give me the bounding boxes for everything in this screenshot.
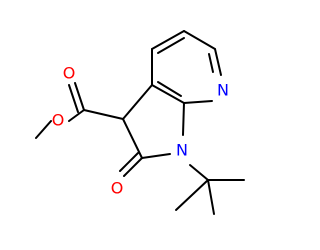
pyridine-ring: [151, 30, 222, 104]
molecule-diagram: N N O O O: [35, 30, 245, 215]
atom-label-lactam-o: O: [111, 179, 124, 198]
atom-label-pyridine-n: N: [217, 81, 229, 100]
bond-cester-o-a: [74, 82, 85, 111]
lactam-carbonyl: [119, 152, 143, 177]
bond-cester-o-b: [68, 84, 79, 113]
bond-c3-c2: [122, 118, 143, 159]
bond-oether-methyl: [35, 120, 52, 139]
atom-label-lactam-n: N: [176, 141, 188, 160]
bond-c2-o-b: [119, 152, 139, 172]
bond-n1-cq: [189, 164, 209, 181]
bond-c4-c5-inner: [157, 37, 185, 54]
bond-c3a-c3: [122, 84, 153, 120]
bond-c4-c5: [151, 30, 185, 50]
bond-c6-n7-inner: [208, 53, 214, 73]
bond-cq-me2: [207, 179, 215, 215]
bond-c3-cester: [83, 109, 124, 120]
bond-c2-o-a: [123, 157, 143, 177]
bond-c6-n7: [214, 48, 222, 76]
tert-butyl-group: [175, 164, 245, 215]
bond-c7a-c3a: [151, 84, 185, 104]
bond-cester-oether: [68, 109, 85, 122]
atom-label-ester-carbonyl-o: O: [63, 64, 76, 83]
atom-label-ester-ether-o: O: [52, 111, 65, 130]
bond-c5-c6: [183, 30, 216, 50]
bond-n1-c7a: [182, 102, 185, 136]
bond-n7-c7a: [183, 100, 213, 104]
bond-cq-me3: [175, 179, 209, 211]
molecule-structure: N N O O O: [35, 30, 245, 215]
bond-c7a-c3a-inner: [157, 81, 182, 97]
bond-c2-n1: [141, 153, 171, 159]
lactam-ring: [122, 84, 185, 159]
methyl-ester-group: [35, 82, 124, 139]
